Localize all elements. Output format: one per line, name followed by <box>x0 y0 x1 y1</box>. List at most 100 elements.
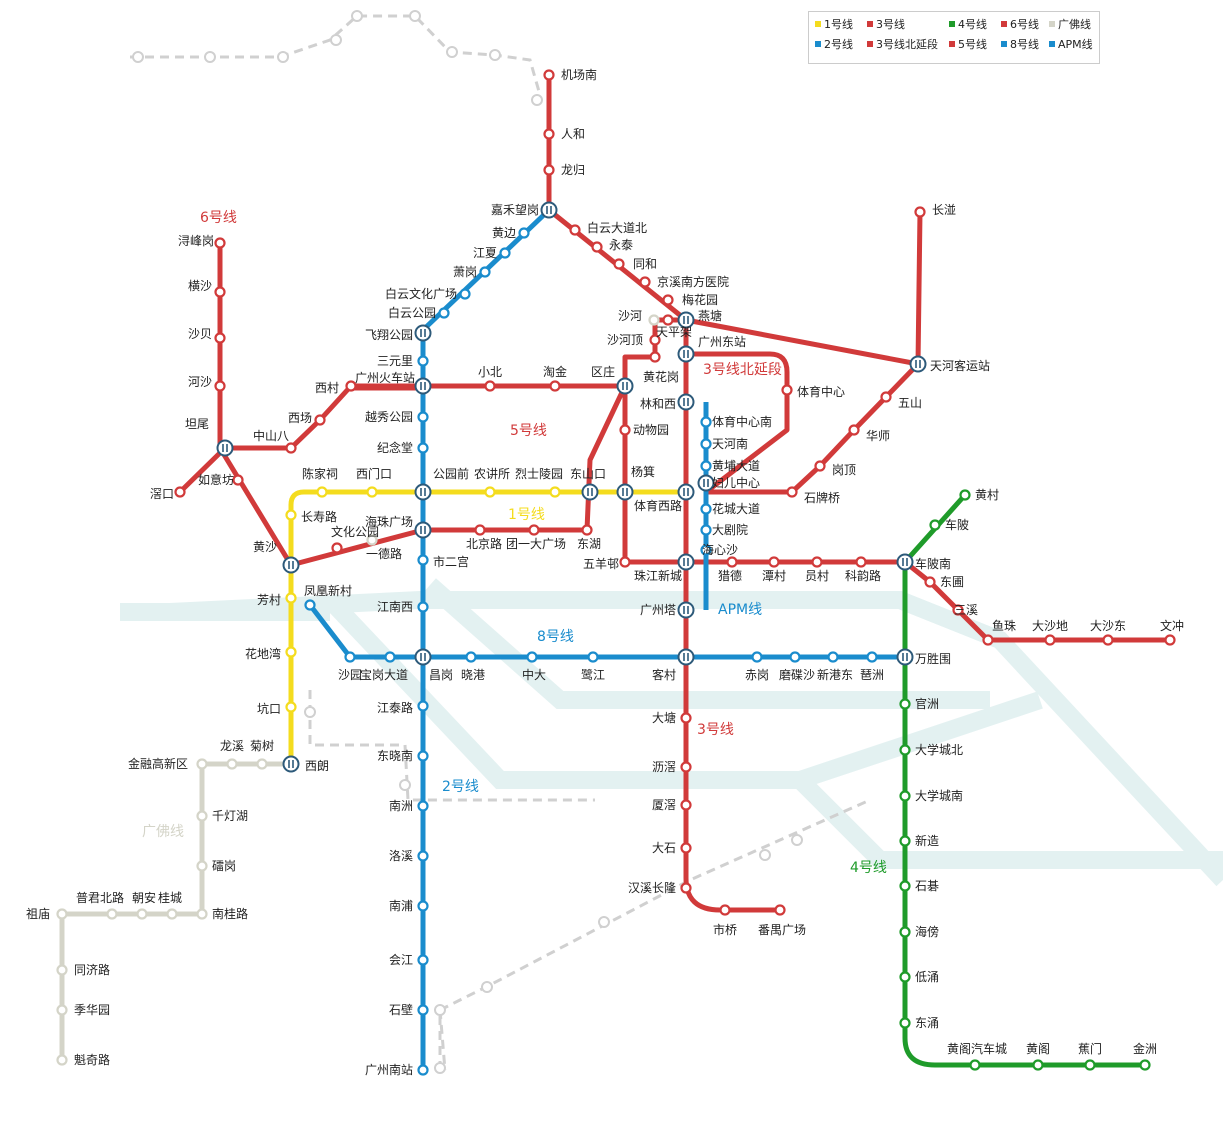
station-dot[interactable] <box>136 908 148 920</box>
interchange-station[interactable] <box>414 521 432 539</box>
interchange-station[interactable] <box>616 483 634 501</box>
interchange-station[interactable] <box>896 648 914 666</box>
station-dot[interactable] <box>417 900 429 912</box>
station-dot[interactable] <box>680 712 692 724</box>
station-dot[interactable] <box>196 860 208 872</box>
station-dot[interactable] <box>581 524 593 536</box>
station-dot[interactable] <box>719 904 731 916</box>
station-dot[interactable] <box>1044 634 1056 646</box>
station-dot[interactable] <box>866 651 878 663</box>
station-dot[interactable] <box>751 651 763 663</box>
interchange-station[interactable] <box>677 648 695 666</box>
station-dot[interactable] <box>232 474 244 486</box>
station-dot[interactable] <box>1139 1059 1151 1071</box>
station-dot[interactable] <box>649 334 661 346</box>
station-dot[interactable] <box>484 486 496 498</box>
interchange-station[interactable] <box>677 311 695 329</box>
interchange-station[interactable] <box>414 377 432 395</box>
station-dot[interactable] <box>214 286 226 298</box>
station-dot[interactable] <box>680 882 692 894</box>
station-dot[interactable] <box>417 411 429 423</box>
station-dot[interactable] <box>459 288 471 300</box>
interchange-station[interactable] <box>282 755 300 773</box>
station-dot[interactable] <box>417 850 429 862</box>
station-dot[interactable] <box>587 651 599 663</box>
station-dot[interactable] <box>417 1064 429 1076</box>
station-dot[interactable] <box>1164 634 1176 646</box>
interchange-station[interactable] <box>216 439 234 457</box>
station-dot[interactable] <box>106 908 118 920</box>
interchange-station[interactable] <box>677 483 695 501</box>
interchange-station[interactable] <box>581 483 599 501</box>
station-dot[interactable] <box>345 380 357 392</box>
station-dot[interactable] <box>417 1004 429 1016</box>
station-dot[interactable] <box>366 534 378 546</box>
station-dot[interactable] <box>680 842 692 854</box>
station-dot[interactable] <box>474 524 486 536</box>
station-dot[interactable] <box>256 758 268 770</box>
station-dot[interactable] <box>700 544 712 556</box>
station-dot[interactable] <box>768 556 780 568</box>
station-dot[interactable] <box>196 810 208 822</box>
interchange-station[interactable] <box>282 556 300 574</box>
station-dot[interactable] <box>174 486 186 498</box>
interchange-station[interactable] <box>414 324 432 342</box>
station-dot[interactable] <box>285 646 297 658</box>
interchange-station[interactable] <box>896 553 914 571</box>
interchange-station[interactable] <box>677 553 695 571</box>
station-dot[interactable] <box>344 651 356 663</box>
station-dot[interactable] <box>226 758 238 770</box>
station-dot[interactable] <box>285 701 297 713</box>
station-dot[interactable] <box>56 908 68 920</box>
station-dot[interactable] <box>214 237 226 249</box>
station-dot[interactable] <box>417 554 429 566</box>
station-dot[interactable] <box>899 835 911 847</box>
station-dot[interactable] <box>417 601 429 613</box>
station-dot[interactable] <box>417 954 429 966</box>
station-dot[interactable] <box>700 524 712 536</box>
station-dot[interactable] <box>549 486 561 498</box>
station-dot[interactable] <box>1084 1059 1096 1071</box>
station-dot[interactable] <box>700 460 712 472</box>
station-dot[interactable] <box>214 332 226 344</box>
station-dot[interactable] <box>417 355 429 367</box>
station-dot[interactable] <box>899 698 911 710</box>
station-dot[interactable] <box>700 416 712 428</box>
station-dot[interactable] <box>899 790 911 802</box>
station-dot[interactable] <box>700 503 712 515</box>
station-dot[interactable] <box>899 926 911 938</box>
station-dot[interactable] <box>166 908 178 920</box>
interchange-station[interactable] <box>540 201 558 219</box>
station-dot[interactable] <box>662 314 674 326</box>
station-dot[interactable] <box>982 634 994 646</box>
station-dot[interactable] <box>786 486 798 498</box>
station-dot[interactable] <box>417 800 429 812</box>
station-dot[interactable] <box>914 206 926 218</box>
station-dot[interactable] <box>543 69 555 81</box>
station-dot[interactable] <box>929 519 941 531</box>
station-dot[interactable] <box>680 761 692 773</box>
station-dot[interactable] <box>417 750 429 762</box>
station-dot[interactable] <box>648 314 660 326</box>
station-dot[interactable] <box>526 651 538 663</box>
station-dot[interactable] <box>952 604 964 616</box>
station-dot[interactable] <box>700 438 712 450</box>
station-dot[interactable] <box>781 384 793 396</box>
station-dot[interactable] <box>465 651 477 663</box>
station-dot[interactable] <box>438 307 450 319</box>
station-dot[interactable] <box>639 276 651 288</box>
station-dot[interactable] <box>619 556 631 568</box>
station-dot[interactable] <box>899 880 911 892</box>
station-dot[interactable] <box>543 128 555 140</box>
station-dot[interactable] <box>518 227 530 239</box>
station-dot[interactable] <box>811 556 823 568</box>
station-dot[interactable] <box>848 424 860 436</box>
interchange-station[interactable] <box>616 377 634 395</box>
station-dot[interactable] <box>827 651 839 663</box>
station-dot[interactable] <box>880 391 892 403</box>
interchange-station[interactable] <box>677 393 695 411</box>
station-dot[interactable] <box>316 486 328 498</box>
station-dot[interactable] <box>499 247 511 259</box>
station-dot[interactable] <box>384 651 396 663</box>
station-dot[interactable] <box>814 460 826 472</box>
